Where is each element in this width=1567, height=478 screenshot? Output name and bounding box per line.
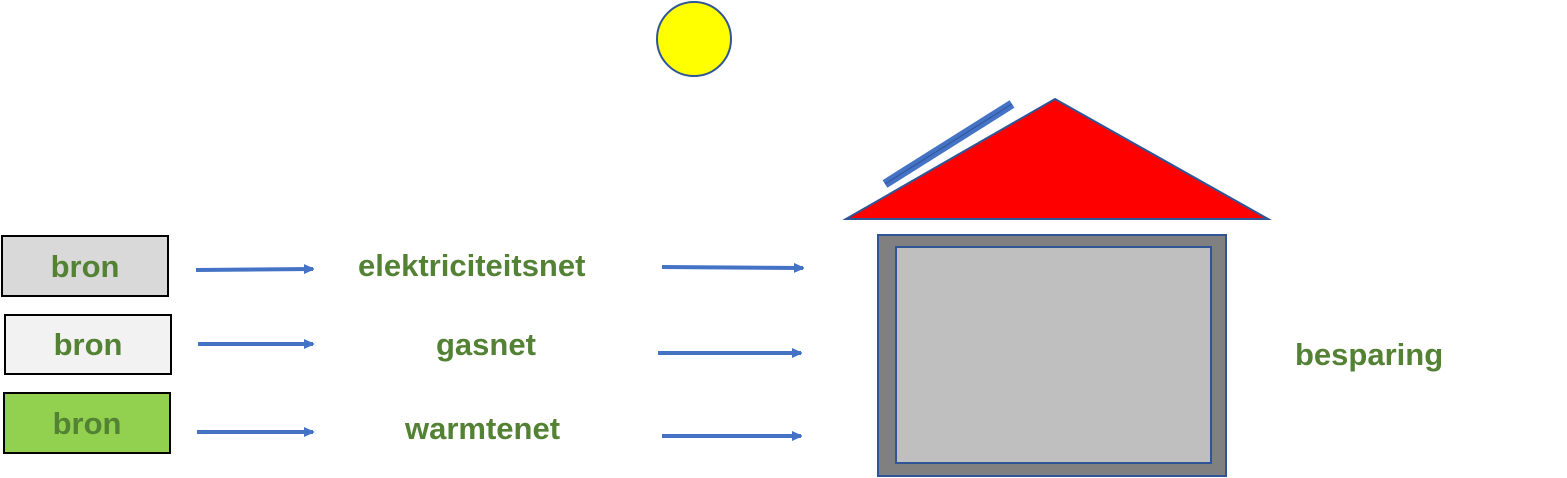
source-label: bron xyxy=(50,248,120,284)
source-label: bron xyxy=(53,327,123,362)
sun-icon xyxy=(656,1,732,77)
source-box-gas: bron xyxy=(4,314,172,375)
savings-label: besparing xyxy=(1295,337,1444,372)
arrow-source-1-to-network-1 xyxy=(195,269,313,270)
source-box-electricity: bron xyxy=(1,235,169,297)
network-label-gas: gasnet xyxy=(436,327,536,362)
house-interior xyxy=(895,246,1212,464)
solar-panel-edge xyxy=(884,103,1013,185)
network-label-heat: warmtenet xyxy=(405,411,561,446)
source-box-heat: bron xyxy=(3,392,171,454)
house-roof xyxy=(842,97,1272,220)
network-label-electricity: elektriciteitsnet xyxy=(358,248,586,283)
arrow-network-1-to-house xyxy=(661,267,803,268)
source-label: bron xyxy=(52,405,122,441)
